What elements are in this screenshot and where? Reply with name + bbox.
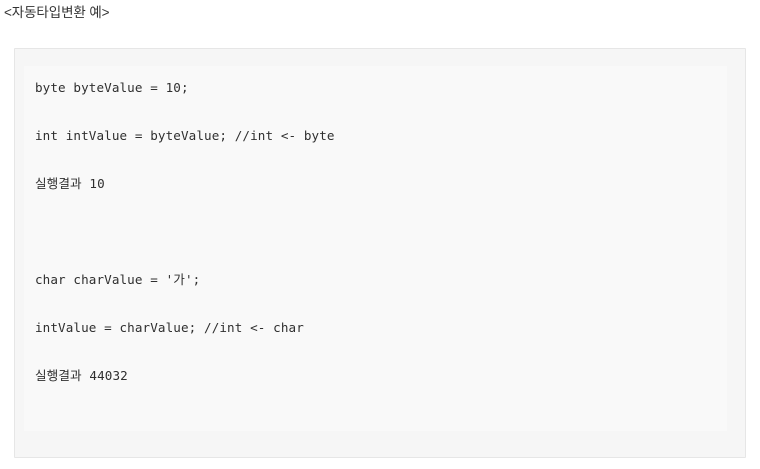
code-listing[interactable]: byte byteValue = 10; int intValue = byte… — [35, 76, 727, 431]
code-line-blank — [35, 412, 727, 431]
page-title: <자동타입변환 예> — [4, 5, 110, 20]
code-line: 실행결과 10 — [35, 176, 105, 191]
code-line: intValue = charValue; //int <- char — [35, 320, 304, 335]
code-line: 실행결과 44032 — [35, 368, 128, 383]
code-surface[interactable]: byte byteValue = 10; int intValue = byte… — [24, 66, 727, 431]
code-line-blank — [35, 220, 727, 244]
code-block-container: byte byteValue = 10; int intValue = byte… — [14, 48, 746, 458]
code-line: int intValue = byteValue; //int <- byte — [35, 128, 335, 143]
code-line: char charValue = '가'; — [35, 272, 201, 287]
code-line: byte byteValue = 10; — [35, 80, 189, 95]
